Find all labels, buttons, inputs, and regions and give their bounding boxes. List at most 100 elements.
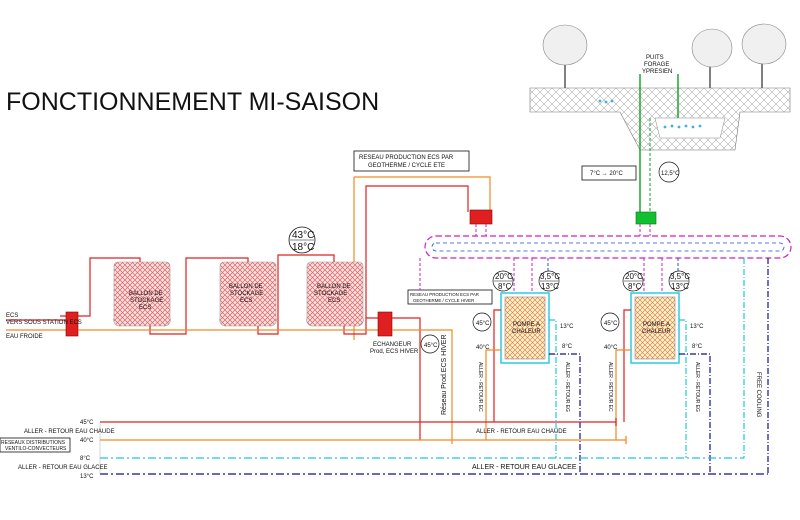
tank-3-line-1: BALLON DE bbox=[317, 284, 351, 290]
hp1-t-evap-out: 8°C bbox=[498, 282, 512, 291]
winter-exchanger-pipe bbox=[392, 329, 453, 444]
exchanger-label-1: ECHANGEUR bbox=[373, 342, 412, 348]
tank-2-line-2: STOCKAGE bbox=[230, 291, 263, 297]
tree-icon bbox=[542, 24, 588, 88]
storage-tank: BALLON DE STOCKAGE ECS bbox=[113, 261, 171, 327]
tank-hot-pipe bbox=[60, 257, 141, 317]
geothermal-box-line-2: GEOTHERME / CYCLE ETE bbox=[368, 163, 445, 169]
well-temp-circle bbox=[658, 161, 680, 183]
hp1-warm-pipe bbox=[485, 349, 501, 440]
tank-hot-pipe bbox=[257, 254, 335, 335]
network-line-1: RESEAUX DISTRIBUTIONS bbox=[1, 440, 66, 446]
winter-exchanger bbox=[377, 311, 393, 337]
tank-temp-cold: 18°C bbox=[292, 242, 314, 253]
bottom-t45: 45°C bbox=[80, 420, 94, 426]
tank-1-line-2: STOCKAGE bbox=[130, 298, 163, 304]
bottom-t40: 40°C bbox=[80, 438, 94, 444]
tank-2-line-1: BALLON DE bbox=[229, 284, 263, 290]
heat-pump-2-line-1: POMPE A bbox=[643, 322, 670, 328]
geo-orange-line bbox=[354, 176, 491, 212]
geothermal-box bbox=[353, 150, 470, 172]
geo-red-line bbox=[365, 185, 469, 318]
storage-tank: BALLON DE STOCKAGE ECS bbox=[306, 261, 364, 327]
hp2-t-evap-in: 20°C bbox=[625, 272, 643, 281]
tank-temp-hot: 43°C bbox=[292, 230, 314, 241]
well-exchanger bbox=[635, 211, 657, 225]
well-section: PUITS FORAGE YPRESIEN bbox=[529, 23, 791, 151]
hp1-label-left: ALLER - RETOUR EC bbox=[477, 362, 483, 412]
tree-icon bbox=[691, 28, 733, 88]
heat-pump: POMPE A CHALEUR bbox=[630, 292, 680, 364]
well-temp-range: 7°C → 20°C bbox=[590, 171, 623, 177]
well-label-1: PUITS bbox=[646, 55, 664, 61]
collector-loop bbox=[424, 235, 792, 259]
hp1-t-right-cool: 13°C bbox=[560, 324, 574, 330]
geothermal-box-line-1: RESEAU PRODUCTION ECS PAR bbox=[359, 155, 454, 161]
hp2-t-left-warm: 40°C bbox=[604, 345, 618, 351]
hp1-t-right-cold: 8°C bbox=[562, 344, 573, 350]
well-temp-out: 12,5°C bbox=[661, 171, 680, 177]
ecs-valve bbox=[65, 311, 79, 337]
bottom-t8: 8°C bbox=[80, 456, 91, 462]
hp2-t-cond-out: 13°C bbox=[671, 282, 689, 291]
tree-icon bbox=[741, 23, 787, 88]
hp2-hot-pipe bbox=[623, 309, 631, 422]
storage-tank: BALLON DE STOCKAGE ECS bbox=[219, 261, 277, 327]
hp1-t-evap-in: 20°C bbox=[495, 272, 513, 281]
hp1-cold-pipe bbox=[549, 353, 581, 474]
bottom-chaude-left: ALLER - RETOUR EAU CHAUDE bbox=[24, 429, 115, 435]
ecs-station-label: VERS SOUS STATION ECS bbox=[6, 320, 82, 326]
tank-1-line-1: BALLON DE bbox=[129, 291, 163, 297]
bottom-t13: 13°C bbox=[80, 474, 94, 480]
bottom-glacee-right: ALLER - RETOUR EAU GLACEE bbox=[472, 464, 577, 471]
winter-temp: 45°C bbox=[424, 343, 438, 349]
hp2-t-evap-out: 8°C bbox=[628, 282, 642, 291]
heat-pump-1-line-2: CHALEUR bbox=[512, 329, 541, 335]
hp2-t-left-hot: 45°C bbox=[604, 321, 618, 327]
geothermal-winter-line-2: GEOTHERME / CYCLE HIVER bbox=[413, 298, 474, 303]
hp2-t-cond-in: 3,5°C bbox=[670, 272, 690, 281]
heat-pump-2-line-2: CHALEUR bbox=[642, 329, 671, 335]
hp1-label-right: ALLER - RETOUR EG bbox=[564, 362, 570, 412]
heat-pump: POMPE A CHALEUR bbox=[500, 292, 550, 364]
winter-exchanger-pipe bbox=[392, 317, 421, 440]
bottom-glacee-left: ALLER - RETOUR EAU GLACEE bbox=[18, 465, 108, 471]
hp2-t-right-cool: 13°C bbox=[690, 324, 704, 330]
winter-vertical-label: Réseau Prod.ECS HIVER bbox=[441, 334, 448, 415]
page-title: FONCTIONNEMENT MI-SAISON bbox=[6, 88, 379, 116]
free-cooling-label: FREE COOLING bbox=[755, 372, 761, 418]
heat-pump-1-line-1: POMPE A bbox=[513, 322, 540, 328]
tank-1-line-3: ECS bbox=[139, 305, 151, 311]
groundwater-pocket bbox=[654, 117, 726, 139]
hp1-t-cond-out: 13°C bbox=[541, 282, 559, 291]
bottom-chaude-right: ALLER - RETOUR EAU CHAUDE bbox=[476, 429, 567, 435]
hp1-t-cond-in: 3,5°C bbox=[540, 272, 560, 281]
network-box bbox=[0, 437, 71, 453]
exchanger-label-2: Prod, ECS HIVER bbox=[370, 349, 419, 355]
tank-2-line-3: ECS bbox=[240, 298, 252, 304]
tank-3-line-2: STOCKAGE bbox=[314, 291, 347, 297]
tank-hot-pipe bbox=[343, 317, 380, 335]
hp1-cool-pipe bbox=[549, 319, 557, 458]
hp1-t-left-warm: 40°C bbox=[476, 345, 490, 351]
well-temp-box bbox=[581, 165, 637, 181]
cold-water-label: EAU FROIDE bbox=[6, 334, 43, 340]
geo-exchanger bbox=[469, 209, 493, 225]
geothermal-box-winter bbox=[407, 289, 493, 305]
ecs-label: ECS bbox=[6, 313, 18, 319]
winter-temp-circle bbox=[420, 334, 440, 354]
water-dots bbox=[598, 99, 702, 129]
hp2-label-left: ALLER - RETOUR EC bbox=[607, 362, 613, 412]
tank-hot-pipe bbox=[149, 257, 249, 335]
tank-3-line-3: ECS bbox=[328, 298, 340, 304]
well-label-3: YPRESIEN bbox=[642, 69, 672, 75]
network-line-2: VENTILO-CONVECTEURS bbox=[5, 446, 67, 452]
hp2-t-right-cold: 8°C bbox=[692, 344, 703, 350]
hp2-cool-pipe bbox=[679, 319, 687, 458]
hp2-cold-pipe bbox=[679, 353, 711, 474]
hp2-label-right: ALLER - RETOUR EG bbox=[694, 362, 700, 412]
well-label-2: FORAGE bbox=[644, 62, 669, 68]
hp1-hot-pipe bbox=[493, 309, 501, 422]
hp1-t-left-hot: 45°C bbox=[476, 321, 490, 327]
